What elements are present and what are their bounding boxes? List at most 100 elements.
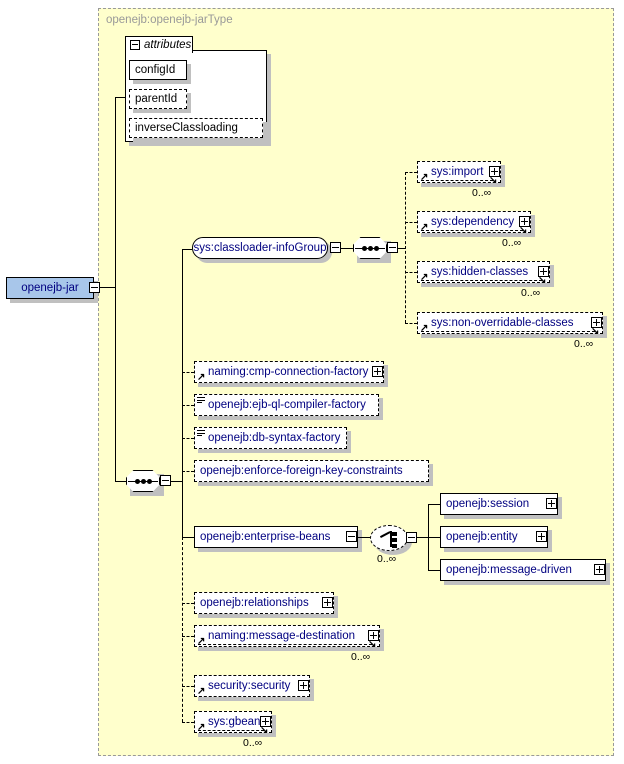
connector-root-to-attributes xyxy=(115,97,126,98)
sys-dependency-occurrence: 0..∞ xyxy=(502,237,522,249)
element-security-security-expand-toggle[interactable] xyxy=(298,680,309,691)
main-trunk-solid xyxy=(182,249,183,537)
beans-choice-symbol[interactable] xyxy=(370,525,408,551)
element-openejb-message-driven-expand-toggle[interactable] xyxy=(594,564,605,575)
element-openejb-enterprise-beans-collapse-toggle[interactable] xyxy=(346,531,357,542)
group-sequence-symbol[interactable] xyxy=(353,237,387,259)
connector-openejb-relationships xyxy=(182,603,194,604)
element-openejb-session[interactable]: openejb:session xyxy=(440,493,558,515)
attribute-inverseClassloading[interactable]: inverseClassloading xyxy=(129,118,263,138)
element-sys-non-overridable-classes-expand-toggle[interactable] xyxy=(591,317,602,328)
element-naming-message-destination-expand-toggle[interactable] xyxy=(368,630,379,641)
connector-openejb-session xyxy=(428,504,440,505)
sys-hidden-classes-repeat-line xyxy=(421,280,542,281)
element-naming-message-destination[interactable]: naming:message-destination xyxy=(194,625,380,647)
naming-message-destination-repeat-line xyxy=(198,644,372,645)
connector-root-riser-lower xyxy=(115,287,116,482)
root-element-label: openejb-jar xyxy=(21,282,79,294)
element-openejb-ejb-ql-compiler-factory-label: openejb:ejb-ql-compiler-factory xyxy=(208,399,366,411)
element-openejb-entity-expand-toggle[interactable] xyxy=(536,531,547,542)
attribute-parentId-label: parentId xyxy=(135,93,178,105)
connector-naming-message-destination xyxy=(182,636,194,637)
sys-hidden-classes-occurrence: 0..∞ xyxy=(521,287,541,299)
element-sys-gbean-expand-toggle[interactable] xyxy=(260,716,271,727)
main-trunk-dashed xyxy=(182,537,183,722)
element-openejb-enterprise-beans[interactable]: openejb:enterprise-beans xyxy=(194,526,358,548)
element-naming-cmp-connection-factory-expand-toggle[interactable] xyxy=(372,366,383,377)
element-openejb-relationships-expand-toggle[interactable] xyxy=(322,597,333,608)
element-sys-hidden-classes-expand-toggle[interactable] xyxy=(538,266,549,277)
element-openejb-session-expand-toggle[interactable] xyxy=(546,498,557,509)
element-openejb-enterprise-beans-label: openejb:enterprise-beans xyxy=(200,531,331,543)
element-sys-import-label: sys:import xyxy=(431,166,484,178)
element-sys-import[interactable]: sys:import xyxy=(417,161,501,183)
element-naming-cmp-connection-factory-label: naming:cmp-connection-factory xyxy=(208,366,369,378)
sys-gbean-repeat-line xyxy=(198,730,264,731)
element-openejb-enforce-foreign-key-constraints-label: openejb:enforce-foreign-key-constraints xyxy=(200,465,403,477)
group-sequence-collapse-toggle[interactable] xyxy=(387,242,398,253)
element-openejb-entity[interactable]: openejb:entity xyxy=(440,526,548,548)
element-sys-gbean[interactable]: sys:gbean xyxy=(194,711,272,733)
beans-choice-collapse-toggle[interactable] xyxy=(406,532,417,543)
attributes-collapse-icon[interactable] xyxy=(130,40,140,50)
element-openejb-message-driven[interactable]: openejb:message-driven xyxy=(440,559,606,581)
attributes-label: attributes xyxy=(144,39,192,51)
element-sys-hidden-classes-label: sys:hidden-classes xyxy=(431,266,529,278)
sys-import-occurrence: 0..∞ xyxy=(472,187,492,199)
element-sys-dependency[interactable]: sys:dependency xyxy=(417,211,531,233)
connector-enforce-foreign-key-constraints xyxy=(182,471,194,472)
attribute-configId-label: configId xyxy=(135,64,176,76)
element-openejb-relationships-label: openejb:relationships xyxy=(200,597,309,609)
connector-db-syntax-factory xyxy=(182,438,194,439)
element-security-security[interactable]: security:security xyxy=(194,675,310,697)
element-openejb-ejb-ql-compiler-factory[interactable]: openejb:ejb-ql-compiler-factory xyxy=(194,394,379,416)
sys-gbean-occurrence: 0..∞ xyxy=(243,737,263,749)
naming-message-destination-occurrence: 0..∞ xyxy=(351,651,371,663)
main-sequence-collapse-toggle[interactable] xyxy=(160,475,171,486)
element-openejb-enforce-foreign-key-constraints[interactable]: openejb:enforce-foreign-key-constraints xyxy=(194,460,429,482)
group-ref-classloader-infoGroup[interactable]: sys:classloader-infoGroup xyxy=(192,237,328,259)
element-security-security-label: security:security xyxy=(208,680,291,692)
connector-sys-gbean xyxy=(182,722,194,723)
element-openejb-db-syntax-factory-label: openejb:db-syntax-factory xyxy=(208,432,341,444)
connector-sys-non-overridable-classes xyxy=(405,323,417,324)
attribute-configId[interactable]: configId xyxy=(129,60,187,80)
connector-groupref-to-seq xyxy=(341,248,353,249)
connector-cmp-connection-factory xyxy=(182,372,194,373)
element-openejb-relationships[interactable]: openejb:relationships xyxy=(194,592,334,614)
group-trunk xyxy=(405,172,406,323)
connector-sys-import xyxy=(405,172,417,173)
element-sys-import-expand-toggle[interactable] xyxy=(489,166,500,177)
sequence-dots xyxy=(128,478,158,485)
group-sequence-dots xyxy=(355,245,385,252)
beans-choice-occurrence: 0..∞ xyxy=(377,553,397,565)
element-sys-gbean-label: sys:gbean xyxy=(208,716,261,728)
sys-dependency-repeat-line xyxy=(421,230,523,231)
main-sequence-symbol[interactable] xyxy=(126,470,160,492)
choice-symbol-glyph xyxy=(379,531,401,548)
connector-to-group-ref xyxy=(182,249,192,250)
root-element-openejb-jar[interactable]: openejb-jar xyxy=(6,277,94,299)
attribute-parentId[interactable]: parentId xyxy=(129,89,187,109)
sys-non-overridable-occurrence: 0..∞ xyxy=(574,338,594,350)
connector-sys-dependency xyxy=(405,222,417,223)
connector-sys-hidden-classes xyxy=(405,272,417,273)
connector-group-seq-out xyxy=(398,248,406,249)
connector-root-riser xyxy=(115,97,116,288)
attributes-header[interactable]: attributes xyxy=(125,36,193,53)
element-sys-dependency-expand-toggle[interactable] xyxy=(519,216,530,227)
element-openejb-db-syntax-factory[interactable]: openejb:db-syntax-factory xyxy=(194,427,347,449)
connector-main-seq-out xyxy=(171,481,183,482)
group-ref-label: sys:classloader-infoGroup xyxy=(193,242,327,254)
connector-root-to-type xyxy=(100,287,116,288)
element-naming-cmp-connection-factory[interactable]: naming:cmp-connection-factory xyxy=(194,361,384,383)
element-naming-message-destination-label: naming:message-destination xyxy=(208,630,356,642)
element-sys-non-overridable-classes[interactable]: sys:non-overridable-classes xyxy=(417,312,603,334)
element-sys-hidden-classes[interactable]: sys:hidden-classes xyxy=(417,261,550,283)
root-element-collapse-toggle[interactable] xyxy=(89,282,100,293)
element-openejb-entity-label: openejb:entity xyxy=(446,531,518,543)
connector-security-security xyxy=(182,686,194,687)
connector-beans-to-choice xyxy=(358,537,370,538)
group-ref-collapse-toggle[interactable] xyxy=(330,242,341,253)
element-openejb-session-label: openejb:session xyxy=(446,498,530,510)
